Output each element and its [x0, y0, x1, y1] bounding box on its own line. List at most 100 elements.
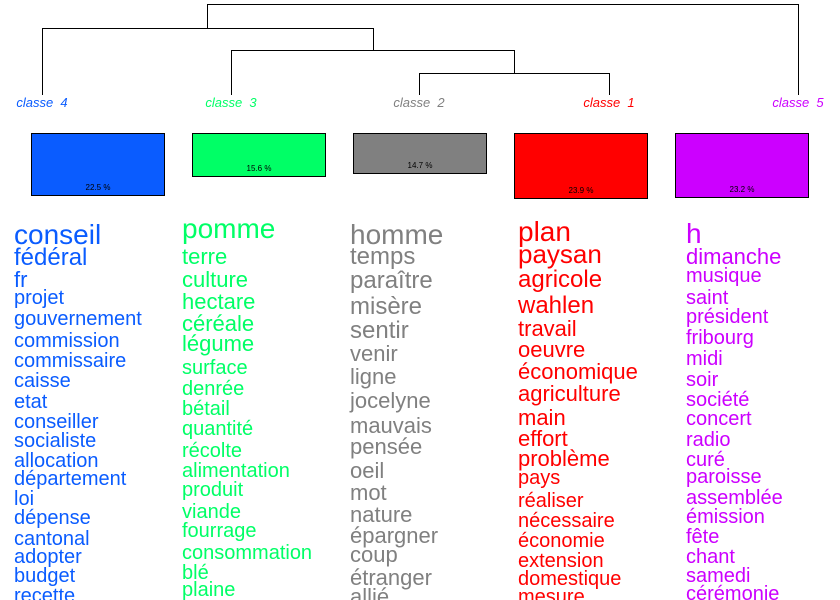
class-percent: 14.7 %: [407, 161, 433, 170]
class-1-word: agriculture: [518, 380, 621, 406]
class-5-word: dimanche: [686, 243, 782, 269]
class-4-word: cantonal: [14, 528, 90, 550]
class-1-word: effort: [518, 425, 568, 451]
class-4-word: commission: [14, 330, 120, 352]
class-1-word: main: [518, 404, 566, 430]
class-4-word: fédéral: [14, 243, 88, 271]
tree-branch-2-1: [419, 73, 610, 95]
class-5-word: concert: [686, 408, 752, 430]
class-5-word: président: [686, 306, 769, 328]
class-percent: 23.2 %: [729, 185, 755, 194]
class-5-word: saint: [686, 287, 729, 309]
class-4-word: recette: [14, 585, 76, 600]
class-5-word: curé: [686, 449, 725, 471]
class-5-word: cérémonie: [686, 583, 780, 600]
class-3-word: hectare: [182, 288, 256, 314]
class-2-word: mot: [350, 479, 387, 505]
class-2-word: épargner: [350, 522, 439, 548]
class-label-4: classe 4: [16, 95, 68, 110]
class-1-word: agricole: [518, 265, 603, 293]
class-1-word: économique: [518, 358, 638, 384]
class-5-word: paroisse: [686, 466, 762, 488]
class-2-word: sentir: [350, 316, 409, 344]
class-1-word: travail: [518, 315, 577, 341]
class-1-word: plan: [518, 215, 571, 247]
class-2-word: nature: [350, 501, 413, 527]
class-4-word: gouvernement: [14, 308, 142, 330]
class-1-word: réaliser: [518, 490, 584, 512]
class-1-word: extension: [518, 550, 604, 572]
class-3-word: pomme: [182, 212, 276, 244]
tree-branch-3-21: [231, 50, 515, 95]
class-2-word: allié: [350, 583, 390, 600]
tree-branch-4-321: [42, 28, 374, 95]
class-size-bar-2: 14.7 %: [353, 133, 487, 174]
class-label-5: classe 5: [772, 95, 824, 110]
class-2-word: paraître: [350, 266, 433, 294]
class-3-word: produit: [182, 479, 244, 501]
class-4-word: adopter: [14, 546, 82, 568]
class-4-word: allocation: [14, 450, 99, 472]
class-3-word: quantité: [182, 418, 254, 440]
class-5-word: fribourg: [686, 327, 754, 349]
class-2-word: étranger: [350, 564, 432, 590]
class-size-bar-5: 23.2 %: [675, 133, 809, 198]
class-1-word: oeuvre: [518, 336, 586, 362]
class-size-bar-1: 23.9 %: [514, 133, 648, 199]
class-size-bar-4: 22.5 %: [31, 133, 165, 196]
class-percent: 22.5 %: [85, 183, 111, 192]
class-3-word: plaine: [182, 579, 236, 600]
class-3-word: culture: [182, 266, 249, 292]
class-5-word: soir: [686, 369, 719, 391]
class-4-word: conseiller: [14, 411, 99, 433]
class-percent: 15.6 %: [246, 164, 272, 173]
class-2-word: ligne: [350, 363, 397, 389]
class-4-word: etat: [14, 391, 48, 413]
class-3-word: alimentation: [182, 460, 290, 482]
class-3-word: consommation: [182, 542, 313, 564]
class-4-word: conseil: [14, 218, 102, 250]
class-3-word: blé: [182, 562, 209, 584]
class-size-bar-3: 15.6 %: [192, 133, 326, 177]
class-4-word: loi: [14, 488, 35, 510]
class-4-word: budget: [14, 565, 76, 587]
class-5-word: radio: [686, 429, 731, 451]
class-label-3: classe 3: [205, 95, 257, 110]
class-3-word: denrée: [182, 378, 245, 400]
class-1-word: paysan: [518, 238, 602, 269]
class-1-word: pays: [518, 467, 561, 489]
class-2-word: mauvais: [350, 412, 432, 438]
class-3-word: céréale: [182, 310, 255, 336]
class-3-word: viande: [182, 501, 241, 523]
class-3-word: terre: [182, 243, 228, 269]
tree-branch-root: [207, 4, 799, 95]
class-5-word: h: [686, 217, 702, 249]
class-5-word: émission: [686, 506, 765, 528]
class-2-word: misère: [350, 292, 423, 320]
class-percent: 23.9 %: [568, 186, 594, 195]
class-4-word: commissaire: [14, 350, 127, 372]
class-2-word: oeil: [350, 457, 385, 483]
class-1-word: problème: [518, 445, 610, 471]
class-2-word: pensée: [350, 433, 423, 459]
class-4-word: caisse: [14, 370, 71, 392]
class-5-word: samedi: [686, 565, 751, 587]
class-1-word: économie: [518, 530, 605, 552]
class-1-word: domestique: [518, 568, 622, 590]
class-1-word: mesure: [518, 586, 585, 600]
class-label-2: classe 2: [393, 95, 445, 110]
class-3-word: fourrage: [182, 520, 257, 542]
class-5-word: chant: [686, 546, 735, 568]
class-label-1: classe 1: [583, 95, 635, 110]
class-5-word: assemblée: [686, 487, 783, 509]
class-4-word: département: [14, 468, 127, 490]
class-2-word: temps: [350, 242, 416, 270]
class-5-word: midi: [686, 348, 723, 370]
class-5-word: société: [686, 389, 750, 411]
class-5-word: musique: [686, 265, 762, 287]
class-3-word: bétail: [182, 398, 230, 420]
class-1-word: nécessaire: [518, 510, 615, 532]
class-2-word: venir: [350, 340, 398, 366]
